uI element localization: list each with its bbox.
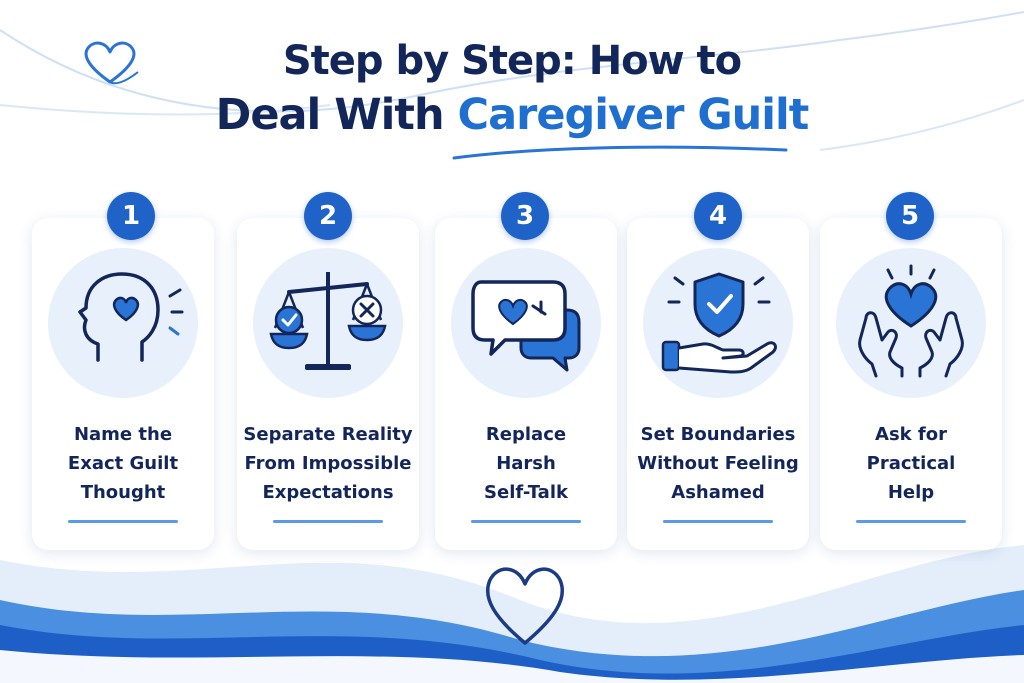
step-label-line: Expectations <box>262 482 394 503</box>
step-number-badge-1: 1 <box>107 192 155 240</box>
step-label-line: Replace <box>485 424 567 445</box>
heart-doodle-icon <box>84 41 139 85</box>
step-label-line: Practical <box>866 453 956 474</box>
card-divider <box>68 520 178 523</box>
icon-circle <box>451 248 601 398</box>
hands-heart-icon <box>858 264 964 378</box>
step-card-2: Separate Reality From Impossible Expecta… <box>237 218 419 550</box>
step-card-3: Replace Harsh Self-Talk <box>435 218 617 550</box>
step-label-line: Ashamed <box>671 482 765 503</box>
step-label-line: Exact Guilt <box>67 453 179 474</box>
title-underline <box>452 145 788 160</box>
title-line-2: Deal With Caregiver Guilt <box>0 88 1024 142</box>
step-label-line: Separate Reality <box>243 424 413 445</box>
page-title: Step by Step: How to Deal With Caregiver… <box>0 36 1024 142</box>
step-label-line: Harsh <box>496 453 556 474</box>
step-label: Set Boundaries Without Feeling Ashamed <box>633 420 803 507</box>
step-number-badge-5: 5 <box>886 192 934 240</box>
step-number-badge-2: 2 <box>304 192 352 240</box>
title-line-2-plain: Deal With <box>215 90 458 140</box>
step-number-badge-3: 3 <box>501 192 549 240</box>
step-label-line: Self-Talk <box>484 482 568 503</box>
step-label: Separate Reality From Impossible Expecta… <box>243 420 413 507</box>
step-label-line: Without Feeling <box>637 453 799 474</box>
card-divider <box>471 520 581 523</box>
step-label: Name the Exact Guilt Thought <box>38 420 208 507</box>
step-label-line: Name the <box>73 424 173 445</box>
step-card-5: Ask for Practical Help <box>820 218 1002 550</box>
head-heart-icon <box>78 272 184 362</box>
step-label-line: Set Boundaries <box>640 424 796 445</box>
hand-shield-icon <box>661 272 777 374</box>
step-label-line: Ask for <box>875 424 947 445</box>
step-label-line: Thought <box>80 482 166 503</box>
card-divider <box>856 520 966 523</box>
balance-scale-icon <box>269 272 387 370</box>
icon-circle <box>643 248 793 398</box>
step-number-badge-4: 4 <box>694 192 742 240</box>
step-label-line: From Impossible <box>244 453 412 474</box>
step-card-1: Name the Exact Guilt Thought <box>32 218 214 550</box>
speech-bubbles-heart-icon <box>471 280 581 372</box>
card-divider <box>663 520 773 523</box>
step-label: Ask for Practical Help <box>826 420 996 507</box>
title-accent: Caregiver Guilt <box>457 90 810 140</box>
icon-circle <box>836 248 986 398</box>
title-line-1: Step by Step: How to <box>282 38 742 84</box>
card-divider <box>273 520 383 523</box>
heart-loop-icon <box>485 567 565 645</box>
step-label-line: Help <box>887 482 935 503</box>
step-card-4: Set Boundaries Without Feeling Ashamed <box>627 218 809 550</box>
icon-circle <box>48 248 198 398</box>
step-label: Replace Harsh Self-Talk <box>441 420 611 507</box>
icon-circle <box>253 248 403 398</box>
